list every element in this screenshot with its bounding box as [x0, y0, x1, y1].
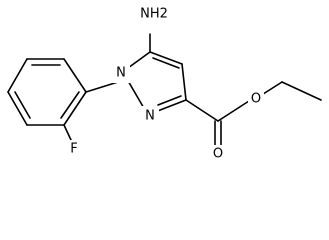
bond-ar-c1-c2 [63, 58, 87, 93]
bond-c4-c3 [181, 63, 187, 101]
bond-ar-inner-right [60, 91, 80, 119]
bond-c5-n1 [127, 51, 151, 69]
bond-n1-phenyl [85, 81, 119, 93]
n2-label-bg [141, 106, 159, 126]
ether-o-label: O [251, 92, 261, 107]
carbonyl-o-label: O [213, 147, 223, 162]
molecule-diagram: NH2 N N O O F [7, 4, 322, 163]
molecule-structure: NH2 N N O O F [7, 4, 322, 163]
bond-n2-n1 [126, 78, 146, 111]
bond-ar-c4-c5 [7, 91, 28, 126]
amino-label: NH2 [140, 7, 168, 22]
ether-o-label-bg [248, 90, 264, 108]
bond-ar-c3-c4 [7, 58, 28, 93]
amino-label-bg [137, 4, 171, 24]
bond-c5-c4 [149, 51, 183, 65]
bond-ar-c6-c1 [63, 91, 87, 126]
fluorine-label: F [70, 142, 77, 157]
bond-c3-carbonyl [185, 99, 219, 122]
n2-label: N [145, 109, 155, 124]
bond-ch2-ch3 [281, 81, 322, 101]
carbonyl-o-label-bg [210, 145, 226, 163]
n1-label: N [116, 66, 126, 81]
bond-ar-inner-left [14, 91, 31, 119]
bond-c-fluorine [63, 124, 72, 141]
fluorine-label-bg [66, 140, 82, 158]
bond-carbonyl-ether-o [217, 100, 250, 122]
bond-c3-n2 [154, 99, 187, 113]
bond-c5-c4-inner [152, 57, 180, 69]
n1-label-bg [112, 63, 130, 83]
bond-c3-n2-inner [157, 95, 182, 106]
